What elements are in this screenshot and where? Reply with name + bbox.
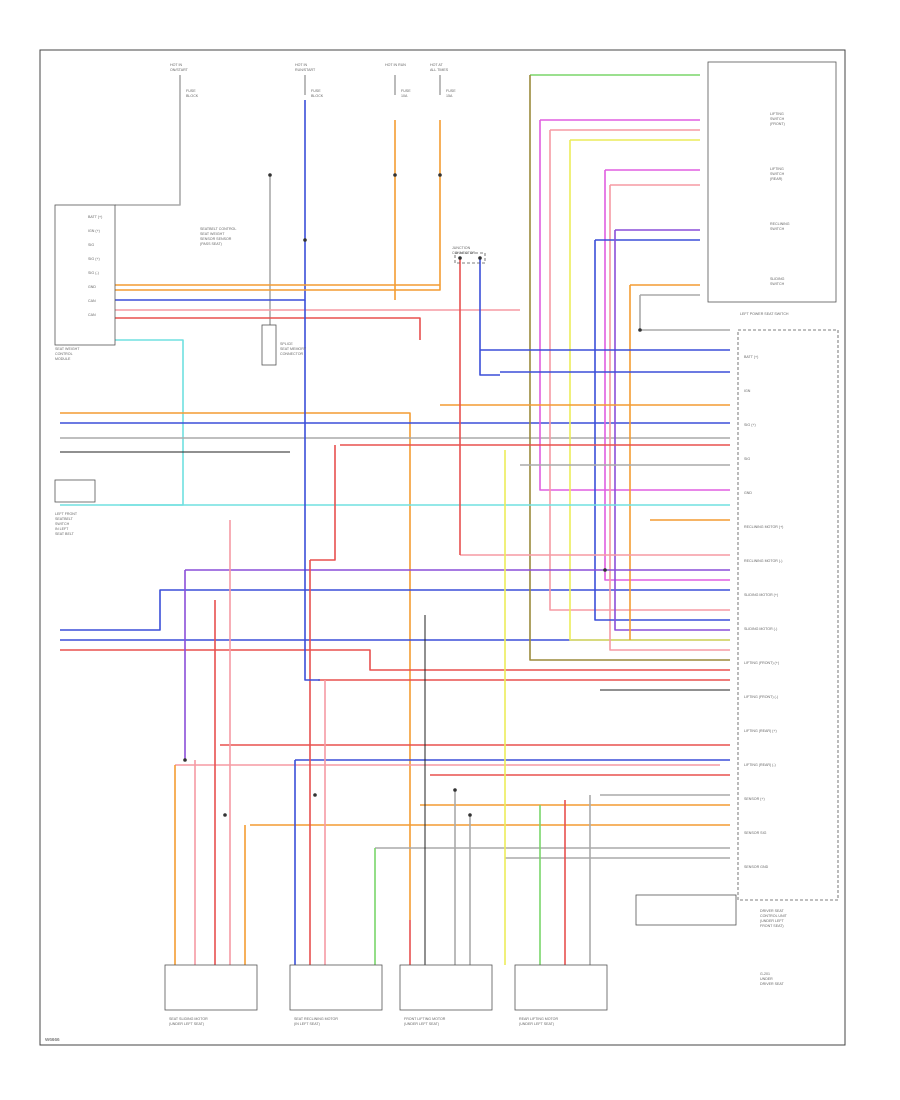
control-unit-pin-label: GND <box>744 491 752 495</box>
switch-wire <box>609 185 730 651</box>
power-source-label: HOT IN RUN <box>385 63 406 67</box>
switch-wire <box>539 120 730 491</box>
control-unit-pin-label: LIFTING (FRONT) (+) <box>744 661 779 665</box>
switch-wire <box>604 170 730 581</box>
left-module-pin-label: SIG <box>88 243 94 247</box>
wire-group <box>60 74 730 965</box>
diagram-frame <box>39 49 846 1046</box>
switch-wire <box>549 130 730 611</box>
splice-dot <box>313 793 317 797</box>
control-unit-pin-label: SLIDING MOTOR (+) <box>744 593 778 597</box>
left-module-pin-label: SIG (-) <box>88 271 99 275</box>
junction-connector <box>454 252 486 264</box>
control-unit-pin-label: LIFTING (FRONT) (-) <box>744 695 778 699</box>
control-unit-pin-label: SIG (+) <box>744 423 756 427</box>
switch-wire <box>529 75 730 661</box>
splice-dot <box>638 328 642 332</box>
splice-connector <box>261 324 277 366</box>
driver-seat-control-unit <box>737 329 839 901</box>
splice-dot <box>393 173 397 177</box>
splice-dot <box>303 238 307 242</box>
left-module-pin-label: CAN <box>88 299 96 303</box>
seat-motor-label: REAR LIFTING MOTOR(UNDER LEFT SEAT) <box>519 1017 558 1026</box>
control-unit-pin-label: IGN <box>744 389 751 393</box>
control-wire <box>479 258 500 376</box>
splice-dot <box>453 788 457 792</box>
signal-wire <box>310 445 336 561</box>
switch-wire <box>594 240 730 621</box>
left-module-pin-label: BATT (+) <box>88 215 102 219</box>
splice-dot <box>478 256 482 260</box>
control-unit-pin-label: SENSOR GND <box>744 865 769 869</box>
component-group <box>54 61 839 1011</box>
switch-wire <box>569 140 730 641</box>
bus-wire <box>60 412 411 920</box>
splice-dot <box>603 568 607 572</box>
control-unit-lower-connector <box>635 894 737 926</box>
splice-dot <box>268 173 272 177</box>
signal-wire <box>304 300 320 681</box>
splice-dot <box>183 758 187 762</box>
control-unit-pin-label: SENSOR SIG <box>744 831 767 835</box>
control-unit-pin-label: BATT (+) <box>744 355 758 359</box>
control-unit-pin-label: LIFTING (REAR) (-) <box>744 763 776 767</box>
power-wire <box>115 95 181 206</box>
seat-motor-label: SEAT RECLINING MOTOR(IN LEFT SEAT) <box>294 1017 338 1026</box>
seat-motor-label: FRONT LIFTING MOTOR(UNDER LEFT SEAT) <box>404 1017 446 1026</box>
seat-motor-box <box>164 964 258 1011</box>
seat-motor-label: SEAT SLIDING MOTOR(UNDER LEFT SEAT) <box>169 1017 208 1026</box>
signal-wire <box>115 317 421 340</box>
bus-wire <box>60 589 730 631</box>
control-unit-pin-label: RECLINING MOTOR (-) <box>744 559 782 563</box>
splice-dot <box>223 813 227 817</box>
seat-motor-box <box>514 964 608 1011</box>
left-module-pin-label: CAN <box>88 313 96 317</box>
left-power-seat-switch <box>707 61 837 303</box>
control-unit-pin-label: LIFTING (REAR) (+) <box>744 729 777 733</box>
seat-motor-box <box>399 964 493 1011</box>
control-unit-pin-label: RECLINING MOTOR (+) <box>744 525 783 529</box>
power-seat-switch-title: LEFT POWER SEAT SWITCH <box>740 312 789 316</box>
left-module-pin-label: SIG (+) <box>88 257 100 261</box>
splice-dot <box>468 813 472 817</box>
splice-dot <box>458 256 462 260</box>
seat-weight-control-module <box>54 204 116 346</box>
switch-wire <box>614 230 730 631</box>
signal-wire <box>115 100 306 301</box>
left-module-pin-label: IGN (+) <box>88 229 100 233</box>
figure-code: W6666 <box>45 1037 60 1042</box>
switch-wire <box>639 295 730 331</box>
control-unit-pin-label: SENSOR (+) <box>744 797 765 801</box>
seat-motor-box <box>289 964 383 1011</box>
left-seatbelt-switch <box>54 479 96 503</box>
control-unit-pin-label: SLIDING MOTOR (-) <box>744 627 777 631</box>
splice-dot <box>438 173 442 177</box>
control-unit-pin-label: SIG <box>744 457 750 461</box>
left-module-pin-label: GND <box>88 285 96 289</box>
